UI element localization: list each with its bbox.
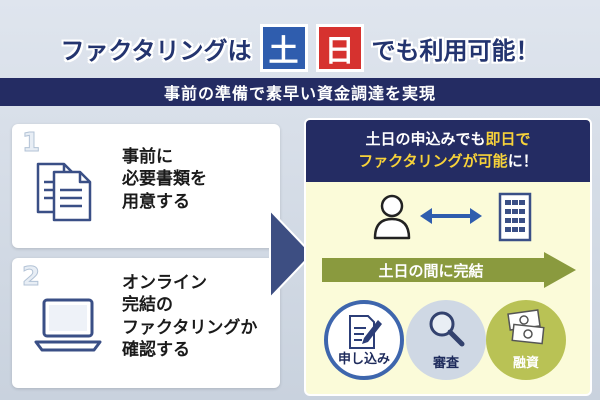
panel-header: 土日の申込みでも即日で ファクタリングが可能に！ [306,120,590,182]
step-line: 完結の [122,295,173,316]
double-arrow-icon [418,206,484,230]
step-line: ファクタリングか [122,317,258,338]
review-label: 審査 [432,356,459,371]
headline-prefix: ファクタリングは [60,36,252,65]
panel-text: 土日の申込みでも [365,130,486,148]
panel-highlight: 即日で [485,130,531,148]
funding-circle: 融資 [486,300,566,380]
review-circle: 審査 [406,300,486,380]
step-line: オンライン [122,273,207,293]
step-line: 確認する [122,340,190,361]
step-line: 事前に [122,147,173,167]
step-card-2: 2 オンライン 完結の ファクタリングか 確認する [12,258,280,388]
documents-icon [34,160,98,228]
flow-arrow-icon [322,252,578,292]
person-icon [372,192,412,244]
step-line: 用意する [122,191,190,212]
panel-highlight: ファクタリングが可能 [358,151,508,170]
right-arrow-icon [268,208,314,304]
step-number: 1 [21,128,41,159]
laptop-icon [34,296,102,360]
apply-circle: 申し込み [324,300,404,380]
step-card-1: 1 事前に 必要書類を 用意する [12,124,280,248]
headline-suffix: でも利用可能！ [371,36,540,65]
building-icon [498,192,532,246]
magnifier-icon [429,311,465,347]
headline: ファクタリングは 土 日 でも利用可能！ [0,20,600,76]
saturday-box: 土 [259,24,308,72]
apply-label: 申し込み [337,352,390,367]
sunday-box: 日 [315,24,364,72]
panel-text: に！ [507,151,538,170]
panel-header-line-1: 土日の申込みでも即日で [306,129,590,151]
money-icon [507,309,545,345]
weekend-panel: 土日の申込みでも即日で ファクタリングが可能に！ [304,118,592,396]
step-text: オンライン 完結の ファクタリングか 確認する [122,272,257,362]
panel-header-line-2: ファクタリングが可能に！ [306,151,590,173]
funding-label: 融資 [512,356,539,371]
pen-paper-icon [349,315,382,349]
step-line: 必要書類を [122,169,207,190]
flow-label: 土日の間に完結 [378,261,484,280]
step-text: 事前に 必要書類を 用意する [122,146,207,213]
step-number: 2 [21,262,41,293]
subtitle-bar: 事前の準備で素早い資金調達を実現 [0,78,600,106]
